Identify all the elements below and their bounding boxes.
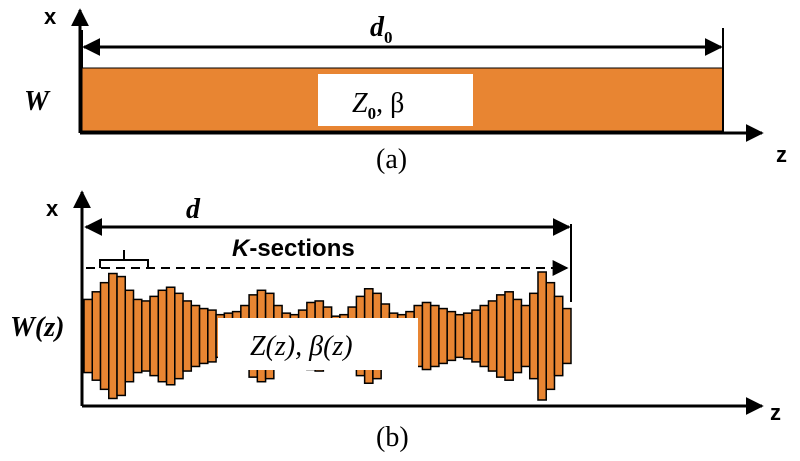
line-section — [207, 309, 217, 363]
uniform-line-label-box — [318, 74, 473, 126]
line-section — [471, 309, 481, 363]
line-section — [132, 298, 143, 374]
line-section — [83, 298, 93, 374]
line-section — [479, 304, 490, 368]
line-section — [545, 281, 556, 391]
tapered-line-label-box — [218, 318, 418, 370]
line-section — [495, 294, 506, 378]
line-section — [182, 300, 193, 372]
panel-b-x-axis-label: x — [46, 196, 59, 221]
line-section — [124, 289, 135, 383]
line-section — [91, 291, 102, 381]
panel-b-caption: (b) — [376, 422, 409, 453]
line-section — [157, 289, 168, 383]
single-section-bracket — [99, 250, 149, 268]
tapered-line-label: Z(z), β(z) — [250, 331, 353, 362]
line-section — [454, 313, 465, 359]
panel-b-length-label: d — [186, 194, 201, 225]
panel-a-x-axis-label: x — [44, 4, 57, 29]
line-section — [421, 301, 432, 371]
panel-a: x z Z0, β d0 W (a) — [24, 4, 787, 175]
line-section — [562, 307, 572, 365]
sections-label: K-sections — [232, 235, 355, 262]
line-section — [141, 300, 151, 372]
uniform-line-label: Z0, β — [352, 88, 404, 123]
line-section — [446, 310, 457, 362]
line-section — [528, 292, 539, 380]
line-section — [438, 307, 448, 365]
line-section — [429, 304, 440, 368]
panel-a-z-axis-label: z — [776, 142, 787, 167]
line-section — [537, 271, 547, 401]
line-section — [520, 304, 531, 368]
line-section — [190, 304, 201, 368]
line-section — [553, 295, 564, 377]
line-section — [512, 298, 523, 374]
line-section — [99, 281, 110, 391]
panel-b: x z Z(z), β(z) d K-sections W(z) (b) — [10, 190, 781, 453]
line-section — [149, 295, 160, 377]
line-section — [116, 275, 127, 397]
line-section — [198, 307, 209, 365]
line-section — [108, 272, 118, 400]
panel-b-z-axis-label: z — [770, 400, 781, 425]
line-section — [504, 291, 514, 381]
panel-a-caption: (a) — [376, 144, 407, 175]
panel-b-width-label: W(z) — [10, 312, 64, 343]
panel-a-width-label: W — [24, 86, 51, 117]
line-section — [174, 292, 184, 380]
panel-a-length-label: d0 — [370, 12, 393, 47]
line-section — [165, 286, 176, 386]
line-section — [487, 300, 498, 372]
line-section — [462, 312, 473, 360]
